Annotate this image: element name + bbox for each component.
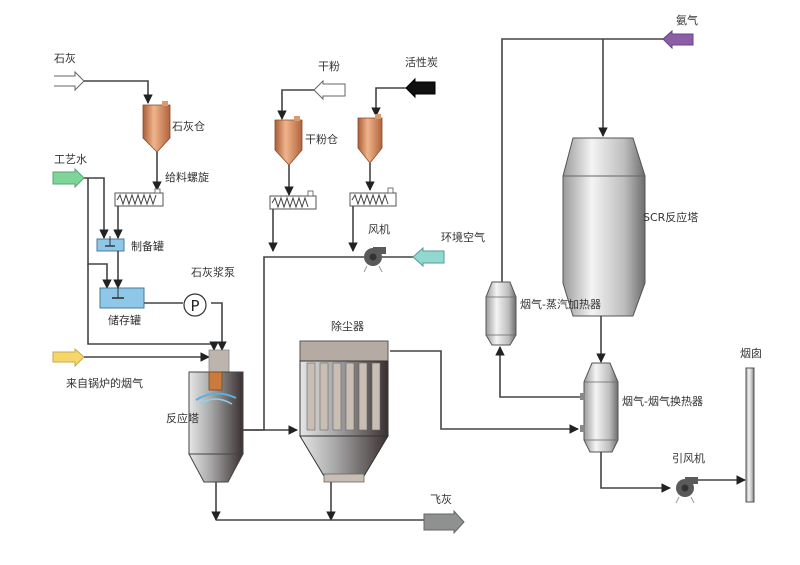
fly-ash-output-arrow: [423, 509, 465, 535]
ammonia-loop-line: [501, 38, 663, 282]
pump-to-tower-line: [211, 302, 227, 351]
feed-screw-label: 给料螺旋: [165, 170, 209, 184]
ammonia-label: 氨气: [676, 13, 698, 27]
steam-heater-label: 烟气-蒸汽加热器: [520, 297, 601, 311]
water-to-storage-line: [87, 178, 112, 289]
flue-gas-input-arrow: [52, 347, 85, 368]
storage-tank-label: 储存罐: [108, 313, 141, 327]
ambient-air-input-arrow: [412, 246, 445, 268]
reaction-tower: [188, 349, 244, 483]
pump-symbol: P: [190, 297, 199, 315]
lime-slurry-pump: P: [183, 293, 207, 317]
exchanger-to-idfan-line: [600, 452, 671, 493]
activated-carbon-screw: [349, 187, 397, 207]
dry-powder-screw: [269, 190, 317, 210]
lime-label: 石灰: [54, 51, 76, 65]
collector-to-exchanger-line: [390, 350, 579, 434]
dry-powder-silo-label: 干粉仓: [305, 132, 338, 146]
storage-tank: [99, 286, 145, 309]
lime-line: [84, 80, 153, 104]
fly-ash-label: 飞灰: [430, 492, 452, 506]
chimney: [745, 367, 755, 503]
reaction-tower-label: 反应塔: [166, 411, 199, 425]
scr-reactor-label: SCR反应塔: [643, 210, 698, 224]
chimney-label: 烟囱: [740, 346, 762, 360]
flue-gas-input-label: 来自锅炉的烟气: [66, 376, 143, 390]
dry-powder-input-arrow: [313, 79, 346, 101]
lime-silo: [142, 101, 171, 153]
scr-reactor: [562, 137, 646, 317]
dust-collector: [299, 340, 389, 483]
gas-gas-heat-exchanger-label: 烟气-烟气换热器: [622, 394, 703, 408]
lime-slurry-pump-label: 石灰浆泵: [191, 265, 235, 279]
activated-carbon-input-arrow: [405, 77, 436, 99]
carbon-line: [371, 87, 406, 117]
steam-heater: [485, 281, 517, 346]
fan-label: 风机: [368, 222, 390, 236]
lime-input-arrow: [54, 70, 85, 92]
prep-tank-label: 制备罐: [131, 239, 164, 253]
process-water-arrow: [52, 167, 85, 189]
dry-powder-line: [277, 89, 314, 120]
dust-collector-label: 除尘器: [331, 319, 364, 333]
exchanger-to-heater-line: [495, 346, 581, 398]
dry-powder-label: 干粉: [318, 60, 340, 73]
ammonia-input-arrow: [662, 29, 694, 50]
prep-tank: [96, 236, 125, 252]
fan: [363, 247, 386, 273]
dry-powder-silo: [274, 116, 303, 166]
activated-carbon-silo: [357, 114, 383, 164]
activated-carbon-label: 活性炭: [405, 55, 438, 69]
induced-draft-fan: [675, 477, 698, 504]
lime-silo-label: 石灰仓: [172, 119, 205, 133]
feed-screw: [114, 188, 164, 207]
induced-draft-fan-label: 引风机: [672, 451, 705, 465]
water-to-tower-line: [87, 264, 219, 351]
water-to-prep-line: [84, 177, 109, 239]
ambient-air-label: 环境空气: [441, 230, 485, 244]
gas-gas-heat-exchanger: [580, 362, 619, 453]
process-water-label: 工艺水: [54, 153, 87, 166]
